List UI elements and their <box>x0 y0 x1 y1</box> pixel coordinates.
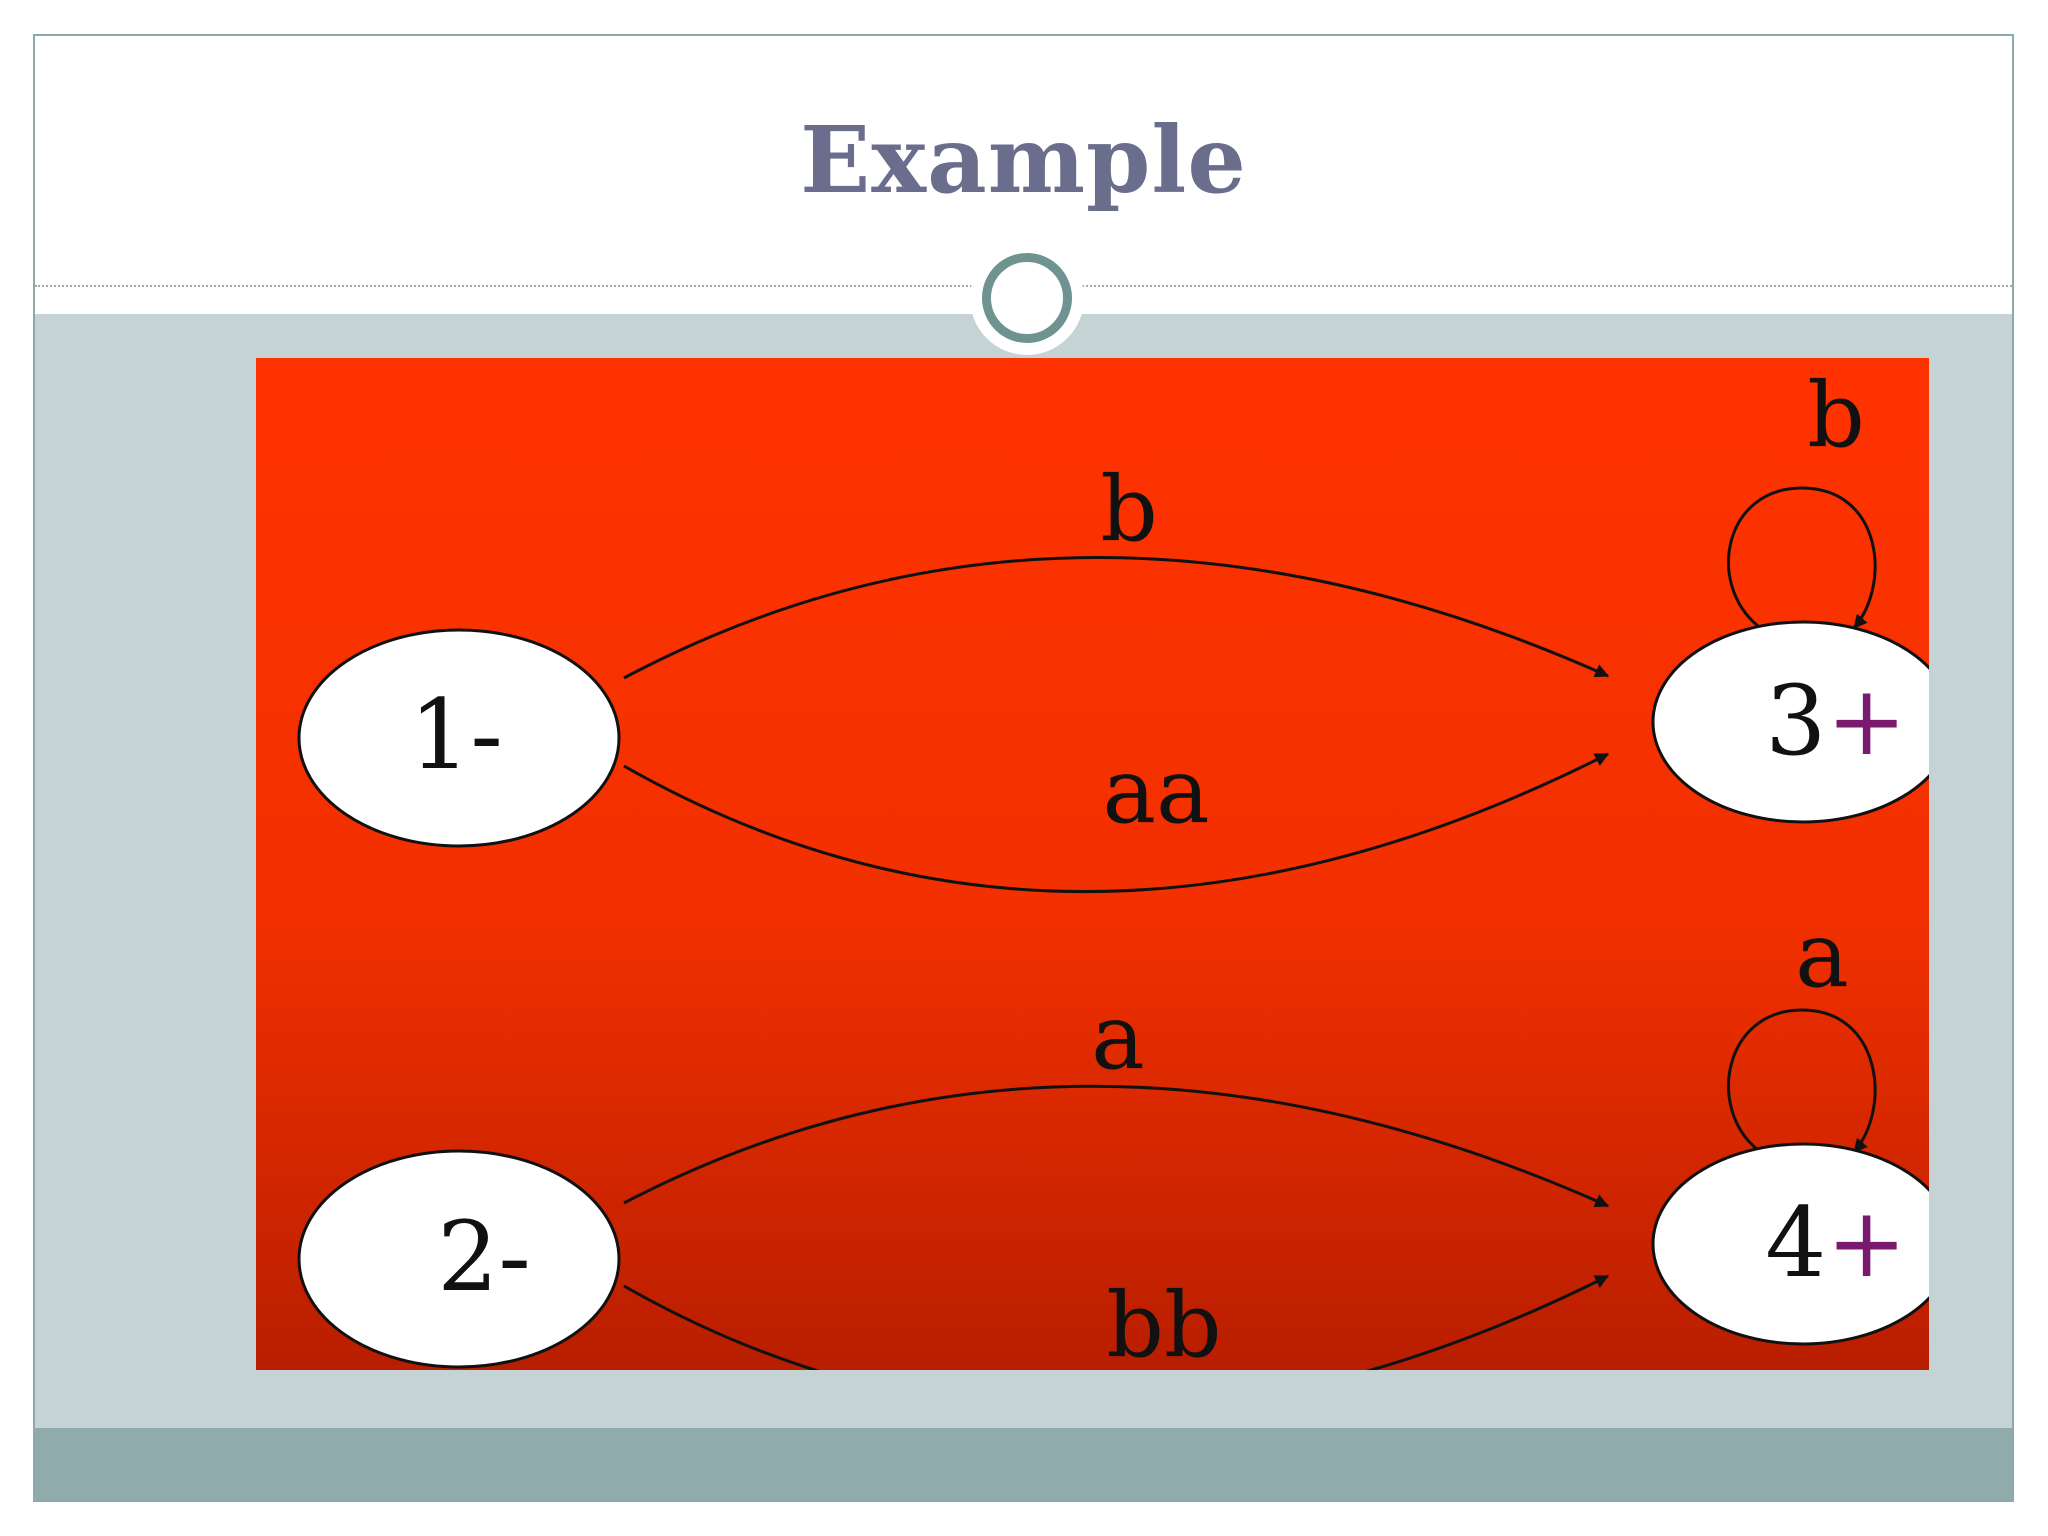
state-number-4: 4 <box>1765 1187 1826 1299</box>
svg-text:4+: 4+ <box>1765 1187 1907 1299</box>
transition-edge-2-4-a <box>623 1084 1610 1208</box>
ring-icon <box>982 253 1072 343</box>
state-node-4: 4+ <box>1651 1142 1929 1346</box>
state-diagram: b aa b a bb a 1- 2- 3+ <box>256 358 1929 1370</box>
edge-label-3-3-b: b <box>1807 363 1865 468</box>
state-marker-3: + <box>1826 665 1906 777</box>
svg-text:2-: 2- <box>437 1201 531 1313</box>
edge-label-2-4-a: a <box>1091 985 1145 1090</box>
edge-label-2-4-bb: bb <box>1106 1273 1221 1370</box>
state-node-1: 1- <box>297 628 621 848</box>
state-number-1: 1 <box>409 679 470 791</box>
transition-edge-1-3-b <box>623 556 1610 680</box>
transition-loop-4-a <box>1727 1008 1877 1153</box>
slide: Example <box>33 34 2014 1502</box>
transition-loop-3-b <box>1727 486 1877 629</box>
slide-title: Example <box>800 106 1247 214</box>
edge-label-4-4-a: a <box>1795 903 1849 1008</box>
footer-band <box>35 1428 2012 1500</box>
circle-ornament-icon <box>970 241 1084 355</box>
state-node-3: 3+ <box>1651 620 1929 824</box>
state-marker-1: - <box>470 679 502 791</box>
transition-edge-1-3-aa <box>623 752 1610 894</box>
edge-label-1-3-b: b <box>1100 457 1158 562</box>
state-number-3: 3 <box>1765 665 1826 777</box>
state-marker-4: + <box>1826 1187 1906 1299</box>
transition-edge-2-4-bb <box>623 1274 1610 1370</box>
state-number-2: 2 <box>437 1201 498 1313</box>
edge-label-1-3-aa: aa <box>1102 739 1209 844</box>
state-node-2: 2- <box>297 1149 621 1369</box>
state-marker-2: - <box>498 1201 530 1313</box>
svg-text:1-: 1- <box>409 679 503 791</box>
svg-text:3+: 3+ <box>1765 665 1907 777</box>
